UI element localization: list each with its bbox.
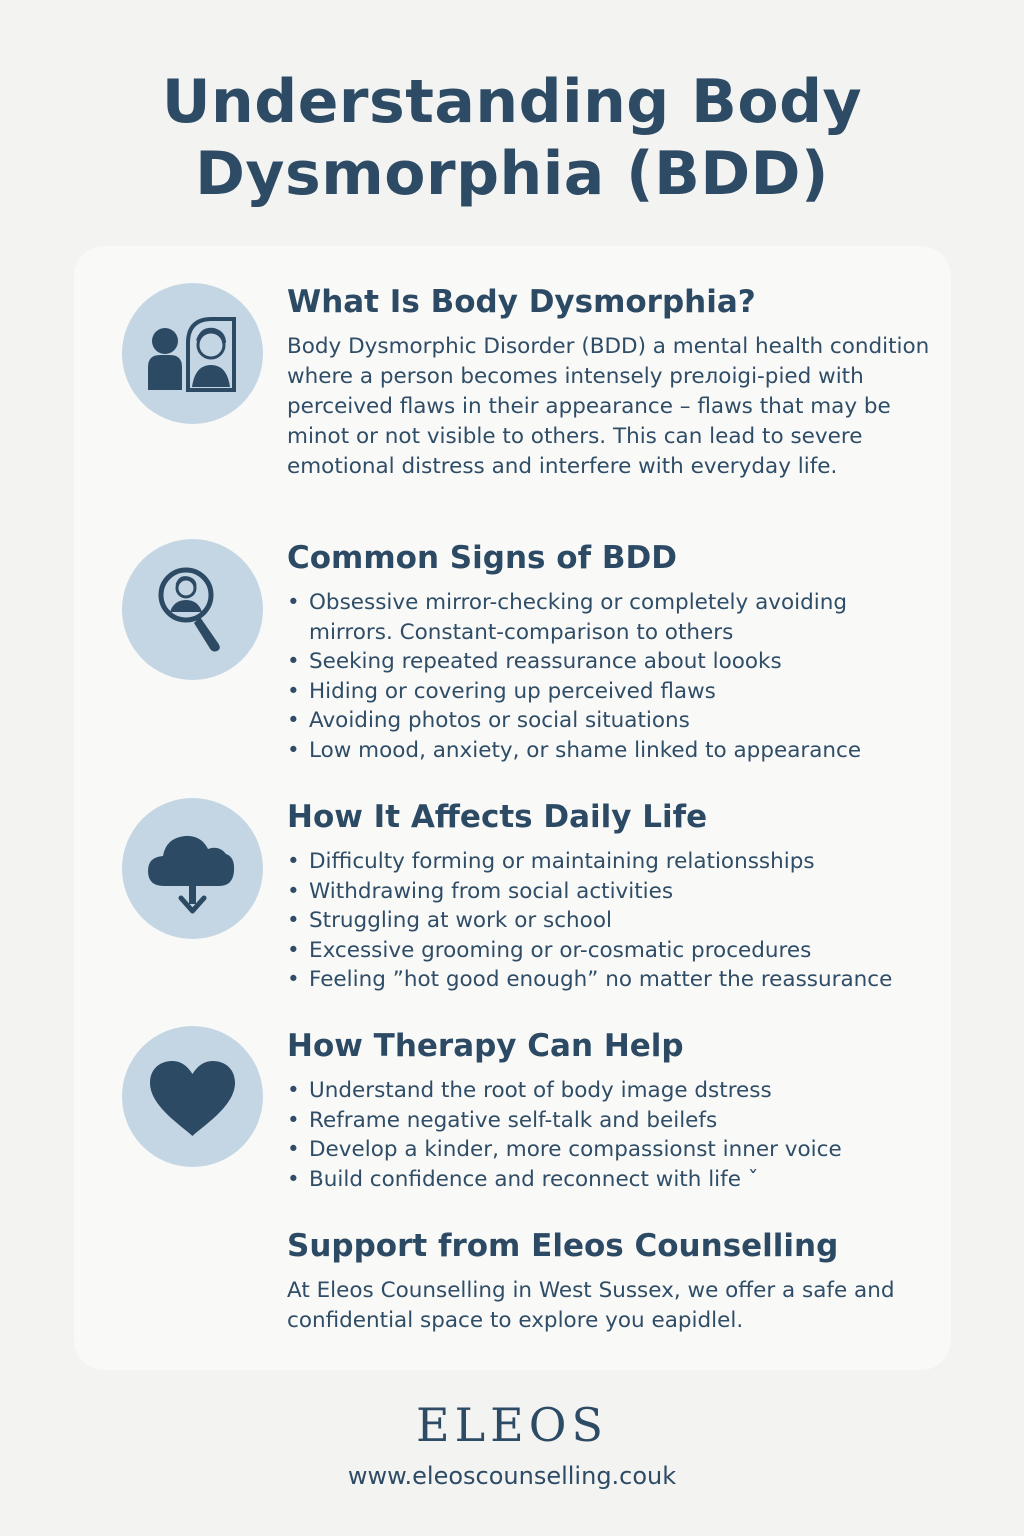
section-body: At Eleos Counselling in West Sussex, we … (287, 1278, 895, 1333)
page-title-line-2: Dysmorphia (BDD) (195, 139, 829, 209)
list-item: Withdrawing from social activities (287, 877, 937, 907)
brand-logo: ELEOS (416, 1398, 608, 1452)
cloud-down-arrow-icon (122, 798, 263, 939)
list-item: Struggling at work or school (287, 906, 937, 936)
list-item: Obsessive mirror-checking or completely … (287, 588, 937, 647)
page-title: Understanding Body Dysmorphia (BDD) (0, 66, 1024, 210)
list-item: Seeking repeated reassurance about loook… (287, 647, 937, 677)
section-support: Support from Eleos Counselling At Eleos … (287, 1228, 937, 1336)
list-item: Understand the root of body image dstres… (287, 1076, 937, 1106)
list-item: Reframe negative self-talk and beilefs (287, 1106, 937, 1136)
therapy-list: Understand the root of body image dstres… (287, 1076, 937, 1194)
section-daily-life: How It Affects Daily Life Difficulty for… (287, 799, 937, 995)
page-title-line-1: Understanding Body (161, 67, 863, 137)
heart-icon (122, 1026, 263, 1167)
list-item: Avoiding photos or social situations (287, 706, 937, 736)
list-item: Feeling ”hot good enough” no matter the … (287, 965, 937, 995)
website-link[interactable]: www.eleoscounselling.couk (347, 1462, 677, 1490)
section-heading: What Is Body Dysmorphia? (287, 284, 756, 320)
section-therapy: How Therapy Can Help Understand the root… (287, 1028, 937, 1194)
signs-list: Obsessive mirror-checking or completely … (287, 588, 937, 766)
section-body: Body Dysmorphic Disorder (BDD) a mental … (287, 334, 930, 479)
section-heading: How Therapy Can Help (287, 1028, 684, 1064)
list-item: Difficulty forming or maintaining relati… (287, 847, 937, 877)
list-item: Low mood, anxiety, or shame linked to ap… (287, 736, 937, 766)
daily-life-list: Difficulty forming or maintaining relati… (287, 847, 937, 995)
list-item: Hiding or covering up perceived flaws (287, 677, 937, 707)
list-item: Build confidence and reconnect with life… (287, 1165, 937, 1195)
section-heading: Common Signs of BDD (287, 540, 677, 576)
list-item: Develop a kinder, more compassionst inne… (287, 1135, 937, 1165)
section-what-is: What Is Body Dysmorphia? Body Dysmorphic… (287, 284, 937, 482)
list-item: Excessive grooming or or-cosmatic proced… (287, 936, 937, 966)
magnifying-glass-person-icon (122, 539, 263, 680)
info-card: What Is Body Dysmorphia? Body Dysmorphic… (74, 246, 951, 1370)
section-heading: How It Affects Daily Life (287, 799, 708, 835)
mirror-person-icon (122, 283, 263, 424)
section-common-signs: Common Signs of BDD Obsessive mirror-che… (287, 540, 937, 766)
section-heading: Support from Eleos Counselling (287, 1228, 839, 1264)
